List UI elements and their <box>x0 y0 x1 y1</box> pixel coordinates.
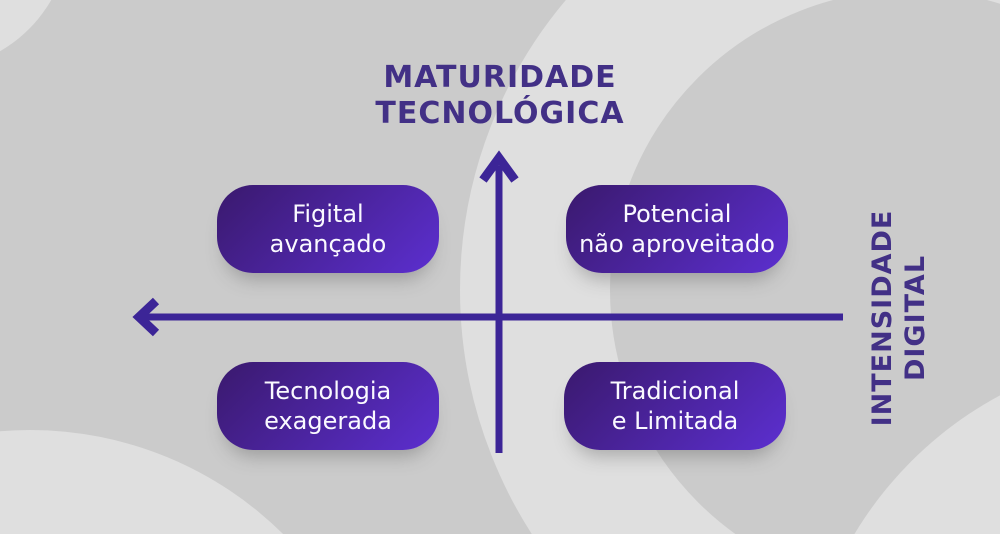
quadrant-label-line: Figital <box>292 200 364 228</box>
page-title: MATURIDADE TECNOLÓGICA <box>0 60 1000 132</box>
page-title-line-2: TECNOLÓGICA <box>375 96 625 131</box>
quadrant-box-bottom-left: Tecnologia exagerada <box>217 362 439 450</box>
left-arrow-icon <box>132 297 160 337</box>
quadrant-label-line: avançado <box>269 230 387 258</box>
quadrant-label-line: e Limitada <box>611 407 739 435</box>
right-axis-label-line-2: DIGITAL <box>900 254 931 382</box>
quadrant-label-line: Tradicional <box>610 377 740 405</box>
quadrant-box-top-left: Figital avançado <box>217 185 439 273</box>
quadrant-label-line: Potencial <box>622 200 732 228</box>
quadrant-label-line: não aproveitado <box>579 230 775 258</box>
page-title-line-1: MATURIDADE <box>383 60 617 95</box>
quadrant-label-line: Tecnologia <box>264 377 392 405</box>
quadrant-box-top-right: Potencial não aproveitado <box>566 185 788 273</box>
right-axis-label-line-1: INTENSIDADE <box>867 209 898 427</box>
quadrant-box-bottom-right: Tradicional e Limitada <box>564 362 786 450</box>
up-arrow-icon <box>479 150 519 183</box>
right-axis-label: INTENSIDADE DIGITAL <box>866 210 932 427</box>
quadrant-label-line: exagerada <box>264 407 392 435</box>
